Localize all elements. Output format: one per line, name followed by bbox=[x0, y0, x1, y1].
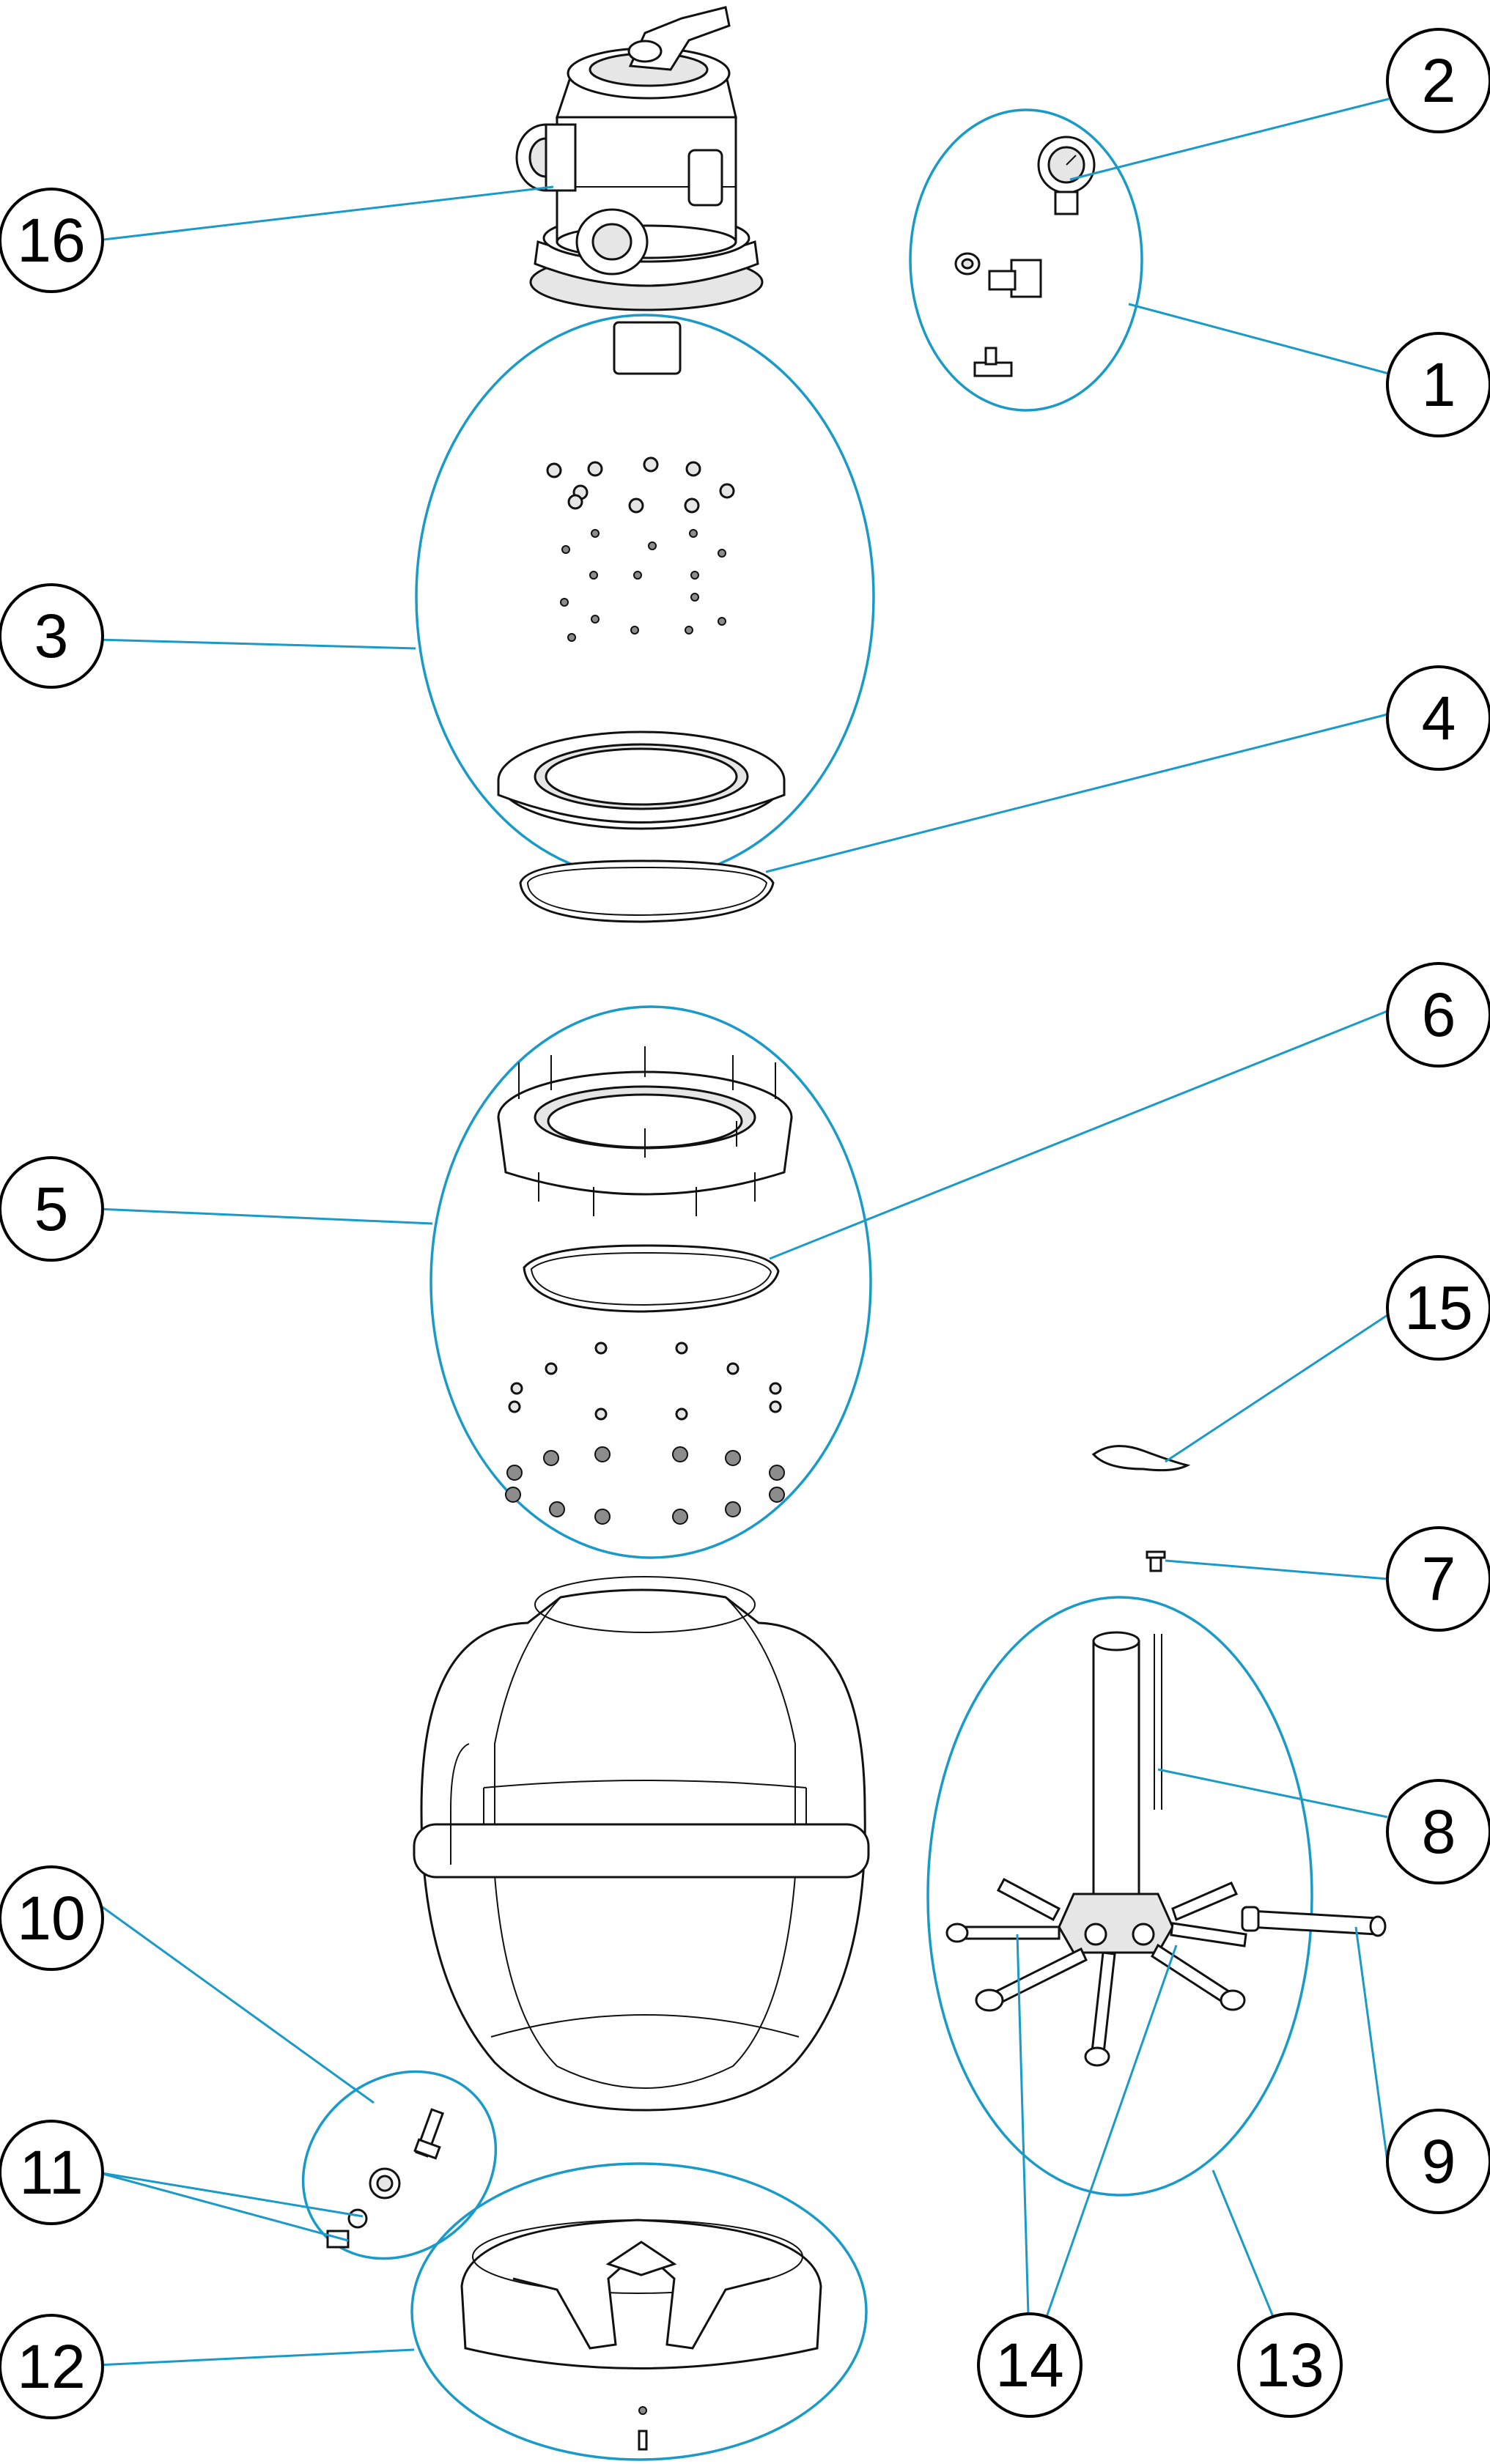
svg-text:16: 16 bbox=[17, 206, 85, 275]
flange-ring bbox=[497, 730, 786, 830]
svg-text:5: 5 bbox=[34, 1174, 69, 1243]
callout-14: 14 bbox=[977, 2312, 1083, 2418]
callout-4: 4 bbox=[1386, 665, 1490, 771]
callout-15: 15 bbox=[1386, 1255, 1490, 1361]
threaded-flange bbox=[497, 1046, 793, 1216]
svg-text:7: 7 bbox=[1422, 1544, 1456, 1613]
drain-group bbox=[301, 2070, 498, 2260]
callout-10: 10 bbox=[0, 1865, 104, 1971]
nuts-and-washers bbox=[505, 1342, 785, 1525]
callout-8: 8 bbox=[1386, 1779, 1490, 1884]
lateral-assembly-group bbox=[926, 1596, 1387, 2197]
svg-text:11: 11 bbox=[19, 2138, 83, 2207]
o-ring-part-6 bbox=[523, 1244, 780, 1313]
svg-text:12: 12 bbox=[17, 2332, 85, 2401]
callout-5: 5 bbox=[0, 1156, 104, 1262]
strap-part bbox=[1091, 1445, 1191, 1472]
o-ring-part-4 bbox=[519, 859, 775, 923]
filter-tank-body bbox=[413, 1576, 870, 2112]
svg-text:9: 9 bbox=[1422, 2127, 1456, 2196]
multiport-valve-part bbox=[515, 6, 764, 375]
top-flange-group bbox=[415, 314, 875, 923]
svg-text:14: 14 bbox=[995, 2331, 1063, 2400]
callouts: 1 2 3 4 5 6 7 8 bbox=[0, 28, 1490, 2419]
svg-text:2: 2 bbox=[1422, 46, 1456, 115]
svg-text:8: 8 bbox=[1422, 1797, 1456, 1866]
leader-lines bbox=[97, 97, 1390, 2367]
callout-6: 6 bbox=[1386, 962, 1490, 1068]
svg-text:6: 6 bbox=[1422, 980, 1456, 1049]
callout-16: 16 bbox=[0, 188, 104, 293]
svg-text:15: 15 bbox=[1404, 1273, 1472, 1342]
base-group bbox=[410, 2162, 868, 2461]
callout-11: 11 bbox=[0, 2120, 104, 2225]
callout-2: 2 bbox=[1386, 28, 1490, 133]
svg-text:1: 1 bbox=[1422, 350, 1456, 419]
svg-text:13: 13 bbox=[1255, 2331, 1324, 2400]
callout-13: 13 bbox=[1237, 2312, 1343, 2418]
callout-3: 3 bbox=[0, 583, 104, 689]
callout-9: 9 bbox=[1386, 2109, 1490, 2214]
small-bolts bbox=[560, 529, 726, 642]
callout-7: 7 bbox=[1386, 1526, 1490, 1632]
pressure-gauge-group bbox=[909, 108, 1143, 412]
callout-12: 12 bbox=[0, 2314, 104, 2419]
screw-part bbox=[1146, 1550, 1166, 1572]
svg-text:3: 3 bbox=[34, 602, 69, 670]
callout-1: 1 bbox=[1386, 332, 1490, 437]
svg-text:10: 10 bbox=[17, 1884, 85, 1953]
tank-flange-group bbox=[429, 1005, 872, 1559]
spare-lateral-part-9 bbox=[1241, 1906, 1387, 1937]
cap-nuts bbox=[546, 456, 735, 514]
svg-text:4: 4 bbox=[1422, 684, 1456, 752]
